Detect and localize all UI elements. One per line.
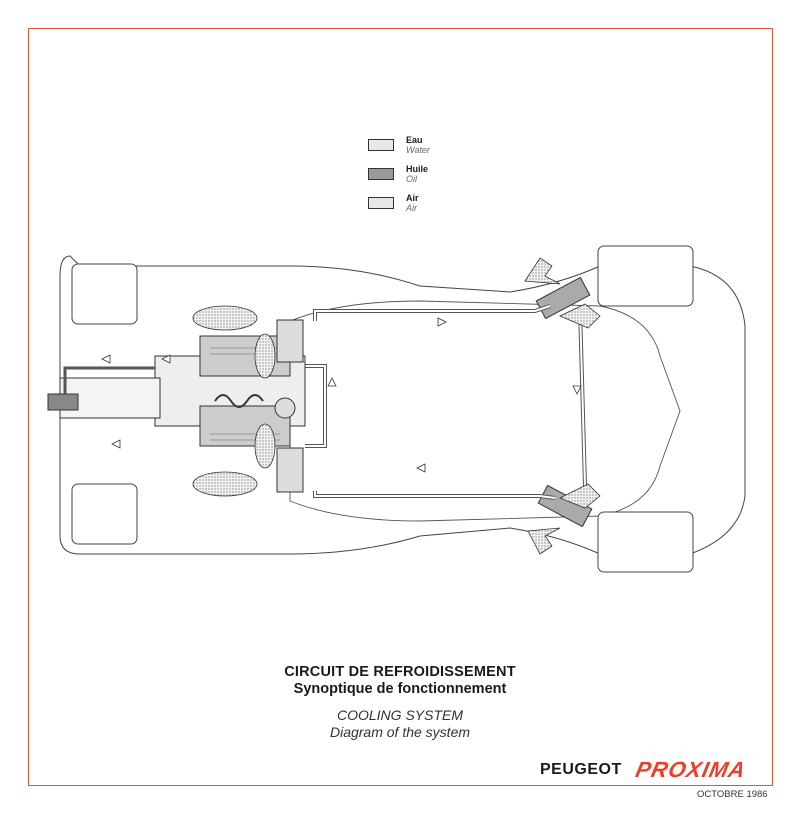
turbo-air-flow [192,305,276,497]
legend-label-en: Oil [406,174,417,184]
brand-name: PEUGEOT [540,761,622,778]
title-en: COOLING SYSTEM [336,707,464,723]
title-fr: CIRCUIT DE REFROIDISSEMENT [284,664,516,680]
cockpit-outline [289,300,681,522]
subtitle-fr: Synoptique de fonctionnement [293,681,507,697]
air-intake-arrows [524,257,601,555]
car-body-outline [59,255,746,555]
date-label: OCTOBRE 1986 [697,789,768,800]
legend-label-en: Air [406,203,417,213]
air-swatch [368,197,394,209]
oil-swatch [368,168,394,180]
legend-label-fr: Huile [406,164,429,174]
legend-label-en: Water [406,145,430,155]
legend-label-fr: Eau [406,135,423,145]
cooling-system-diagram [47,245,746,573]
wheel-rear-right [71,483,138,545]
wheel-front-right [597,511,694,573]
wheel-rear-left [71,263,138,325]
intercooler-right [276,447,304,493]
rear-cooler [47,393,79,411]
subtitle-en: Diagram of the system [329,724,471,740]
intercooler-left [276,319,304,363]
page-border [28,28,773,786]
legend-label-fr: Air [406,193,419,203]
title-block: CIRCUIT DE REFROIDISSEMENT Synoptique de… [200,664,600,741]
water-swatch [368,139,394,151]
flow-arrows [101,317,582,473]
wheel-front-left [597,245,694,307]
water-pipes [305,304,587,500]
model-logo: PROXIMA [633,757,749,782]
